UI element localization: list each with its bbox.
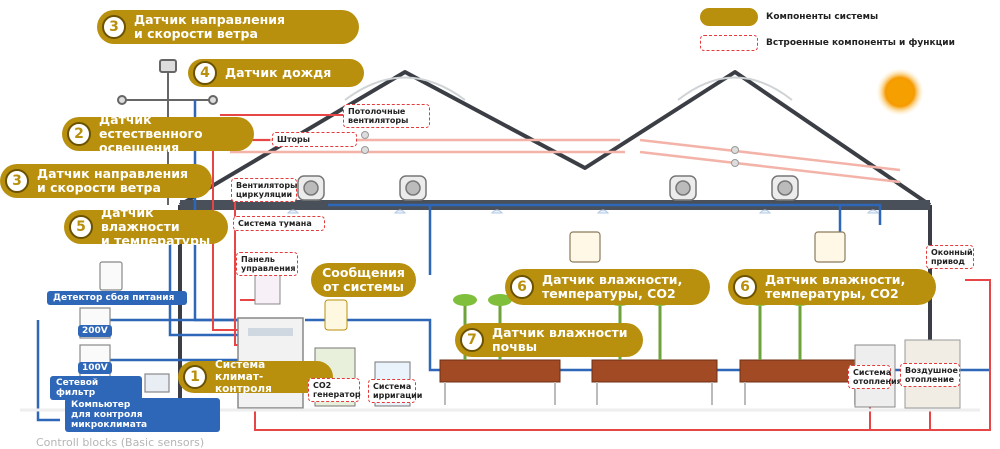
climate-sensor-1-pill: 6 Датчик влажности, температуры, CO2 [505,269,710,305]
control-panel-tag: Панель управления [236,252,298,276]
system-messages-label: Сообщения от системы [322,265,405,294]
voltage-200-label: 200V [78,325,112,337]
fog-system-tag: Система тумана [233,216,325,231]
voltage-100-label: 100V [78,362,112,374]
circulation-fans-tag: Вентиляторы циркуляции [231,178,297,202]
roof-vents-tag: Потолочные вентиляторы [343,104,430,128]
climate-control-label: Система климат-контроля [215,359,272,395]
irrigation-tag: Система ирригации [368,379,422,403]
soil-moisture-label: Датчик влажности почвы [492,325,628,354]
air-heating-tag: Воздушное отопление [900,363,960,387]
co2-generator-tag: CO2 генератор [308,378,361,402]
climate-control-pill: 1 Система климат-контроля [178,359,333,395]
legend-system-swatch [700,8,758,26]
rain-sensor-pill: 4 Датчик дождя [188,59,364,87]
wind-sensor-top-pill: 3 Датчик направления и скорости ветра [97,10,359,44]
window-drive-tag: Оконный привод [926,245,974,269]
light-sensor-label: Датчик естественного освещения [99,112,203,155]
power-failure-detector-label: Детектор сбоя питания [47,291,187,305]
number-badge: 2 [67,122,91,146]
rain-sensor-label: Датчик дождя [225,65,332,80]
wind-sensor-left-pill: 3 Датчик направления и скорости ветра [0,164,212,198]
system-messages-pill: Сообщения от системы [311,263,416,297]
circulation-fan-icon [297,175,799,201]
number-badge: 6 [510,275,534,299]
number-badge: 6 [733,275,757,299]
number-badge: 4 [193,61,217,85]
climate-sensor-2-pill: 6 Датчик влажности, температуры, CO2 [728,269,936,305]
legend-system-label: Компоненты системы [766,12,879,22]
soil-moisture-sensor-pill: 7 Датчик влажности почвы [455,323,643,357]
climate-sensor-label: Датчик влажности, температуры, CO2 [542,272,683,301]
legend-builtin-swatch [700,35,758,51]
legend-builtin-label: Встроенные компоненты и функции [766,38,955,48]
number-badge: 3 [102,15,126,39]
light-sensor-pill: 2 Датчик естественного освещения [62,113,254,155]
humidity-temp-label: Датчик влажности и температуры [101,205,211,248]
computer-label: Компьютер для контроля микроклимата [65,398,220,432]
wind-sensor-label: Датчик направления и скорости ветра [37,166,189,195]
curtains-tag: Шторы [272,132,357,147]
heating-system-tag: Система отопления [848,365,902,389]
wind-sensor-label: Датчик направления и скорости ветра [134,12,286,41]
number-badge: 7 [460,328,484,352]
number-badge: 1 [183,365,207,389]
number-badge: 5 [69,215,93,239]
climate-sensor-label: Датчик влажности, температуры, CO2 [765,272,906,301]
humidity-temp-sensor-pill: 5 Датчик влажности и температуры [64,206,228,248]
diagram-caption: Controll blocks (Basic sensors) [36,436,205,449]
line-filter-label: Сетевой фильтр [50,376,142,400]
number-badge: 3 [5,169,29,193]
